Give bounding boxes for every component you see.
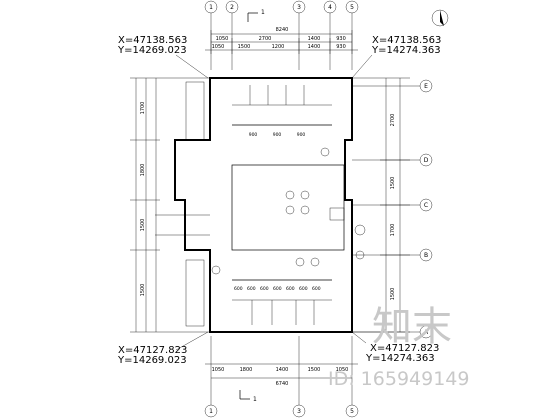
coord-bottom-right-x: X=47127.823 — [370, 343, 439, 354]
dim-left-3: 1500 — [140, 219, 146, 232]
dim-top-sub-1: 1050 — [212, 44, 225, 50]
dim-right-2: 1500 — [390, 177, 396, 190]
bottom-dimensions: 1050 1800 1400 1500 1050 6740 — [205, 336, 358, 405]
axis-label-bottom-1: 1 — [209, 408, 213, 415]
bottom-axis-markers: 1 3 5 — [204, 404, 359, 418]
watermark: 知末 ID: 165949149 — [328, 304, 469, 390]
section-label-bottom: 1 — [253, 396, 257, 403]
bottom-stall-1: 600 — [234, 286, 243, 292]
dim-bottom-seg-1: 1050 — [212, 367, 225, 373]
bottom-stall-7: 600 — [312, 286, 321, 292]
dim-top-sub-4: 1400 — [308, 44, 321, 50]
bottom-stall-4: 600 — [273, 286, 282, 292]
axis-label-top-4: 4 — [328, 4, 332, 11]
stall-width-3: 900 — [297, 132, 306, 138]
dim-top-seg-4: 930 — [336, 36, 346, 42]
stall-width-2: 900 — [273, 132, 282, 138]
bottom-stall-5: 600 — [286, 286, 295, 292]
bottom-stall-2: 600 — [247, 286, 256, 292]
left-dimensions: 1700 1800 1500 1500 — [130, 77, 210, 333]
coord-top-right-y: Y=14274.363 — [371, 45, 441, 56]
dim-top-total: 8240 — [276, 27, 289, 33]
dim-right-1: 2700 — [390, 114, 396, 127]
axis-label-right-B: B — [424, 252, 428, 259]
axis-label-bottom-3: 3 — [297, 408, 301, 415]
section-mark-top: 1 — [247, 9, 265, 22]
dim-bottom-seg-2: 1800 — [240, 367, 253, 373]
building-walls — [155, 77, 366, 333]
coord-bottom-left-x: X=47127.823 — [118, 345, 187, 356]
coord-top-left-x: X=47138.563 — [118, 35, 187, 46]
axis-label-right-C: C — [424, 202, 428, 209]
dim-top-seg-2: 2700 — [259, 36, 272, 42]
coordinate-labels: X=47138.563 Y=14269.023 X=47138.563 Y=14… — [117, 35, 441, 366]
section-mark-bottom: 1 — [239, 390, 257, 403]
dim-top-seg-1: 1050 — [216, 36, 229, 42]
watermark-site: 知末 — [372, 304, 452, 350]
section-label-top: 1 — [261, 9, 265, 16]
axis-label-bottom-5: 5 — [350, 408, 354, 415]
bottom-stall-3: 600 — [260, 286, 269, 292]
axis-label-top-2: 2 — [230, 4, 234, 11]
right-axis-markers: E D C B A — [352, 79, 433, 339]
dim-bottom-seg-3: 1400 — [276, 367, 289, 373]
north-arrow-icon — [431, 9, 449, 27]
coord-top-left-y: Y=14269.023 — [117, 45, 187, 56]
axis-label-right-E: E — [424, 83, 428, 90]
watermark-id: ID: 165949149 — [328, 368, 469, 390]
top-dimensions: 8240 1050 2700 1400 930 1050 1500 1200 1… — [205, 27, 358, 54]
axis-label-top-3: 3 — [297, 4, 301, 11]
axis-label-right-D: D — [424, 157, 429, 164]
axis-label-top-1: 1 — [209, 4, 213, 11]
bottom-stall-6: 600 — [299, 286, 308, 292]
dim-left-2: 1800 — [140, 164, 146, 177]
dim-top-seg-3: 1400 — [308, 36, 321, 42]
dim-top-sub-2: 1500 — [238, 44, 251, 50]
dim-left-4: 1500 — [140, 284, 146, 297]
dim-bottom-seg-5: 1050 — [336, 367, 349, 373]
dim-right-3: 1700 — [390, 224, 396, 237]
coord-bottom-left-y: Y=14269.023 — [117, 355, 187, 366]
dim-right-4: 1500 — [390, 288, 396, 301]
axis-label-top-5: 5 — [350, 4, 354, 11]
axis-label-right-A: A — [424, 329, 429, 336]
dim-bottom-seg-4: 1500 — [308, 367, 321, 373]
coord-bottom-right-y: Y=14274.363 — [365, 353, 435, 364]
stall-width-1: 900 — [249, 132, 258, 138]
dim-left-1: 1700 — [140, 102, 146, 115]
dim-top-sub-5: 930 — [336, 44, 346, 50]
dim-bottom-total: 6740 — [276, 381, 289, 387]
coord-top-right-x: X=47138.563 — [372, 35, 441, 46]
stall-dimensions: 900 900 900 600 600 600 600 600 600 600 — [234, 132, 321, 292]
dim-top-sub-3: 1200 — [272, 44, 285, 50]
